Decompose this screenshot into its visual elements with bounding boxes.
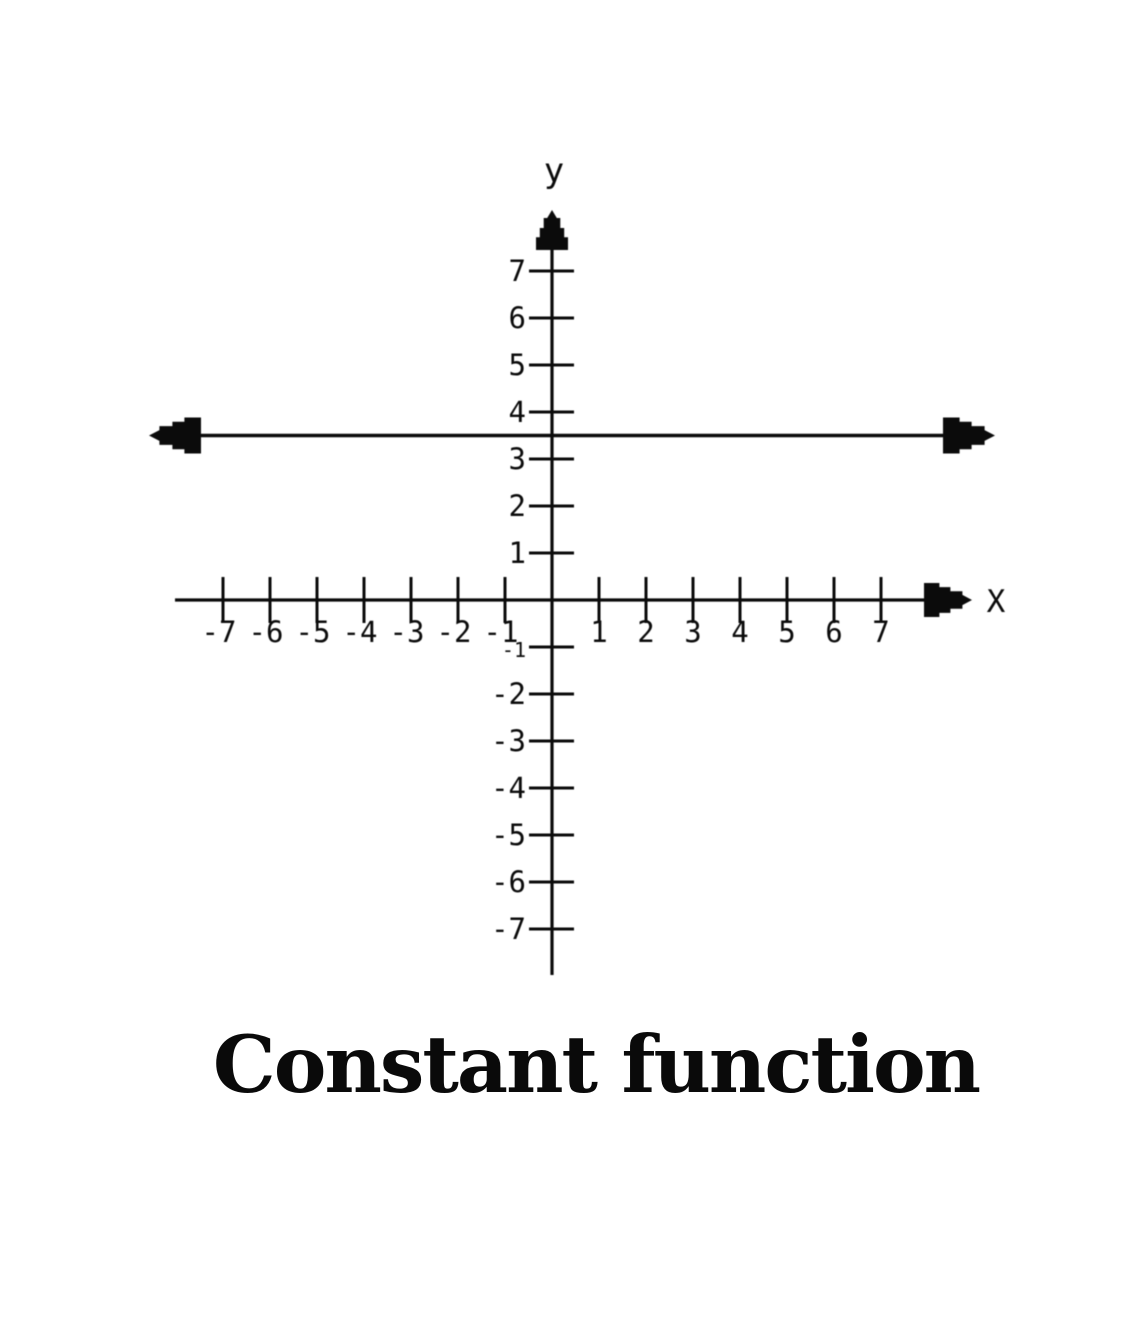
x-tick-label: 4 <box>731 615 748 649</box>
x-tick-label: -3 <box>390 615 425 649</box>
x-tick-label: -7 <box>202 615 237 649</box>
y-tick-label: -6 <box>491 865 526 899</box>
y-tick-label: -5 <box>491 818 526 852</box>
y-axis-arrow-icon <box>536 210 568 250</box>
y-tick-label: -7 <box>491 912 526 946</box>
x-tick-label: 1 <box>590 615 607 649</box>
y-tick-label: -4 <box>491 771 526 805</box>
y-tick-label: 7 <box>509 254 526 288</box>
y-tick-label: 1 <box>509 536 526 570</box>
x-tick-label: -4 <box>343 615 378 649</box>
y-tick-label: -3 <box>491 724 526 758</box>
x-tick-label: -6 <box>249 615 284 649</box>
x-tick-label: 7 <box>872 615 889 649</box>
constant-line-left-arrow-icon <box>149 417 201 454</box>
y-tick-label: -1 <box>502 638 526 662</box>
x-tick-label: 6 <box>825 615 842 649</box>
x-tick-label: -2 <box>437 615 472 649</box>
figure-title: Constant function <box>212 1018 981 1111</box>
y-tick-label: 3 <box>509 442 526 476</box>
y-tick-label: 2 <box>509 489 526 523</box>
x-axis-label: X <box>987 584 1006 620</box>
x-tick-label: -5 <box>296 615 331 649</box>
x-tick-label: 3 <box>684 615 701 649</box>
y-axis-label: y <box>544 151 564 191</box>
x-tick-label: -1 <box>484 615 519 649</box>
y-tick-label: 6 <box>509 301 526 335</box>
y-tick-label: -2 <box>491 677 526 711</box>
y-tick-label: 5 <box>509 348 526 382</box>
x-tick-label: 5 <box>778 615 795 649</box>
x-axis-arrow-icon <box>924 583 972 617</box>
constant-line-right-arrow-icon <box>943 417 995 454</box>
x-tick-label: 2 <box>637 615 654 649</box>
y-tick-label: 4 <box>509 395 526 429</box>
